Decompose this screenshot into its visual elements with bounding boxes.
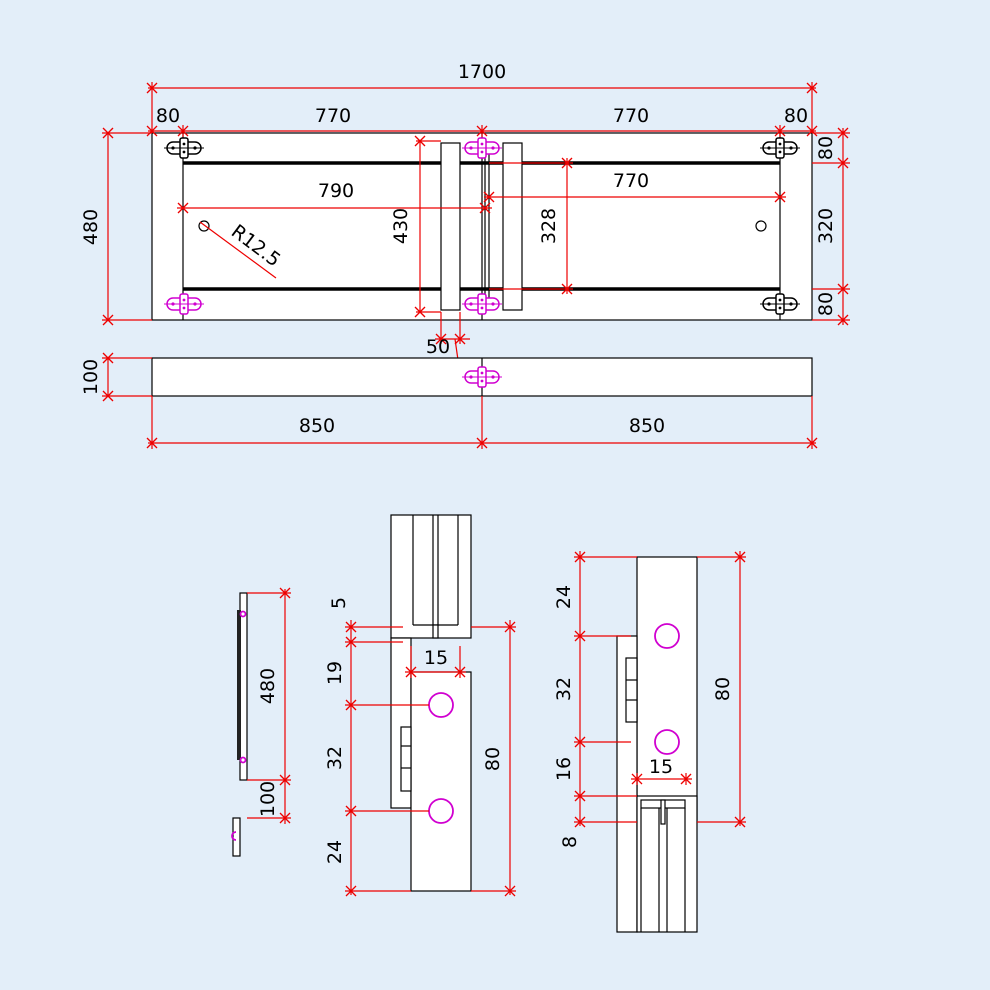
post-right [502, 142, 523, 311]
side-strip [232, 817, 241, 857]
dim-rail-top: 80 [815, 136, 837, 160]
detail-right: 24 32 16 8 80 15 [553, 551, 746, 933]
dim-detail-r-80: 80 [712, 677, 734, 701]
detail-left-upper-post [390, 514, 472, 639]
detail-left-block [410, 671, 472, 892]
hole-icon [198, 220, 210, 232]
dim-detail-19: 19 [324, 661, 346, 685]
dim-770-inner: 770 [613, 170, 649, 192]
top-dimensions [102, 82, 850, 375]
dim-strip-right: 850 [629, 415, 665, 437]
detail-right-block [636, 556, 698, 821]
dim-height-328: 328 [538, 208, 560, 244]
top-view: 1700 80 770 770 80 790 770 50 480 430 32… [80, 61, 850, 375]
hole-icon [654, 623, 680, 649]
dim-strip-left: 850 [299, 415, 335, 437]
dim-detail-r-15: 15 [649, 756, 673, 778]
dim-end-right: 80 [784, 105, 808, 127]
dim-rail-bottom: 80 [815, 292, 837, 316]
dim-detail-15: 15 [424, 647, 448, 669]
dim-detail-r-16: 16 [553, 757, 575, 781]
hole-icon [654, 729, 680, 755]
dim-overall-width: 1700 [458, 61, 506, 83]
dim-detail-r-32: 32 [553, 677, 575, 701]
dim-span-right: 770 [613, 105, 649, 127]
dim-detail-5: 5 [328, 597, 350, 609]
dim-detail-24: 24 [324, 840, 346, 864]
dim-rail-mid: 320 [815, 208, 837, 244]
dim-detail-r-24: 24 [553, 585, 575, 609]
dim-gap-50: 50 [426, 336, 450, 358]
dim-detail-32: 32 [324, 746, 346, 770]
dim-side-480: 480 [257, 668, 279, 704]
side-panel-edge [237, 610, 241, 760]
dim-side-100: 100 [257, 781, 279, 817]
dim-end-left: 80 [156, 105, 180, 127]
dim-strip-height: 100 [80, 359, 102, 395]
dim-detail-80: 80 [482, 747, 504, 771]
post-left [440, 142, 461, 311]
side-panel [239, 592, 248, 781]
side-view-small: 480 100 [231, 587, 291, 857]
dim-span-left: 770 [315, 105, 351, 127]
dim-790: 790 [318, 180, 354, 202]
hole-icon [755, 220, 767, 232]
dim-detail-r-8: 8 [559, 836, 581, 848]
dim-height-430: 430 [390, 208, 412, 244]
dim-height-480: 480 [80, 209, 102, 245]
strip-view: 100 850 850 [80, 352, 818, 449]
detail-left: 5 19 32 24 80 15 [324, 514, 516, 897]
